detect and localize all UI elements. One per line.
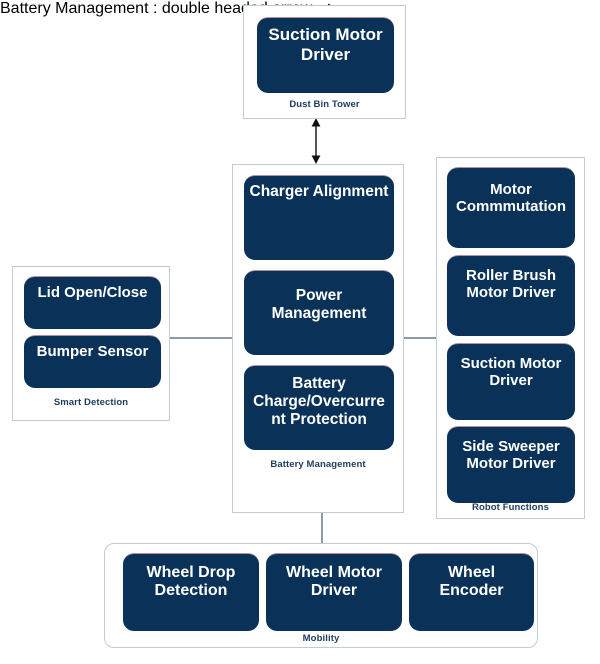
group-robot-functions: Motor Commmutation Roller Brush Motor Dr… (436, 157, 585, 519)
node-suction-motor-driver-tower[interactable]: Suction Motor Driver (257, 17, 394, 93)
node-label: Battery Charge/Overcurre nt Protection (253, 375, 385, 428)
group-label-dust-bin-tower: Dust Bin Tower (289, 99, 360, 110)
node-wheel-encoder[interactable]: Wheel Encoder (409, 553, 534, 631)
connector-battery-to-mobility (321, 513, 323, 543)
node-battery-charge-overcurrent-protection[interactable]: Battery Charge/Overcurre nt Protection (244, 365, 394, 450)
node-label: Wheel Drop Detection (146, 564, 236, 600)
group-battery-management: Charger Alignment Power Management Batte… (232, 164, 404, 513)
node-label: Lid Open/Close (37, 284, 148, 301)
node-label: Power Management (271, 287, 367, 322)
node-side-sweeper-motor-driver[interactable]: Side Sweeper Motor Driver (447, 426, 575, 503)
node-label: Wheel Motor Driver (286, 564, 382, 600)
node-motor-commutation[interactable]: Motor Commmutation (447, 167, 575, 248)
group-mobility: Wheel Drop Detection Wheel Motor Driver … (104, 543, 538, 648)
node-roller-brush-motor-driver[interactable]: Roller Brush Motor Driver (447, 255, 575, 336)
node-power-management[interactable]: Power Management (244, 270, 394, 355)
connector-battery-to-robot-functions (403, 337, 437, 339)
node-suction-motor-driver[interactable]: Suction Motor Driver (447, 343, 575, 420)
group-label-battery-management: Battery Management (270, 459, 366, 470)
node-charger-alignment[interactable]: Charger Alignment (244, 175, 394, 260)
group-label-mobility: Mobility (302, 633, 340, 644)
node-label: Side Sweeper Motor Driver (462, 438, 560, 473)
node-label: Motor Commmutation (456, 181, 566, 216)
node-label: Charger Alignment (249, 183, 389, 200)
group-dust-bin-tower: Suction Motor Driver Dust Bin Tower (243, 5, 406, 119)
node-label: Bumper Sensor (36, 343, 149, 360)
group-smart-detection: Lid Open/Close Bumper Sensor Smart Detec… (12, 266, 170, 421)
group-label-robot-functions: Robot Functions (472, 502, 549, 513)
connector-dust-bin-to-battery-double-arrow (311, 118, 321, 164)
node-label: Suction Motor Driver (460, 355, 562, 390)
node-lid-open-close[interactable]: Lid Open/Close (24, 276, 161, 329)
node-wheel-drop-detection[interactable]: Wheel Drop Detection (123, 553, 259, 631)
node-label: Roller Brush Motor Driver (465, 267, 556, 302)
node-label: Suction Motor Driver (268, 25, 383, 64)
node-label: Wheel Encoder (439, 564, 504, 600)
connector-smart-detection-to-battery (170, 337, 234, 339)
node-bumper-sensor[interactable]: Bumper Sensor (24, 335, 161, 388)
group-label-smart-detection: Smart Detection (53, 397, 129, 408)
node-wheel-motor-driver[interactable]: Wheel Motor Driver (266, 553, 402, 631)
